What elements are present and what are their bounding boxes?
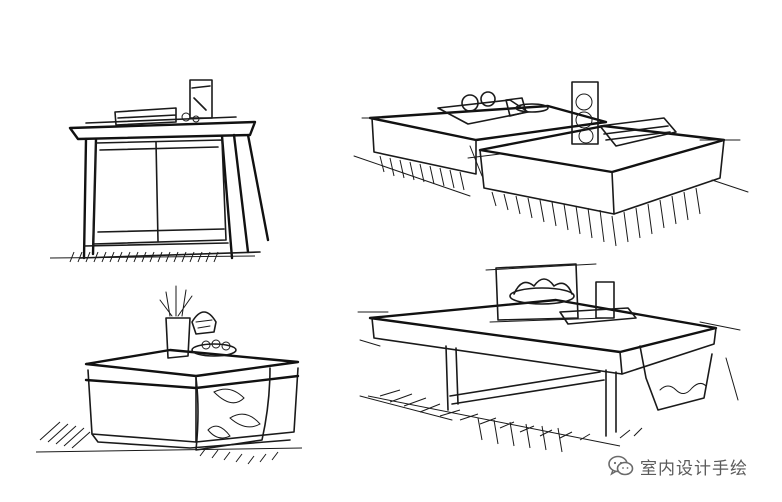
- double-block-coffee-table-sketch: [353, 81, 749, 247]
- draped-cloth-side-table-sketch: [35, 285, 303, 465]
- stacked-slab-coffee-table-sketch: [357, 263, 741, 453]
- watermark: 室内设计手绘: [608, 452, 748, 480]
- watermark-text: 室内设计手绘: [640, 458, 748, 479]
- cabinet-side-table-sketch: [49, 79, 270, 263]
- wechat-icon: [608, 455, 634, 476]
